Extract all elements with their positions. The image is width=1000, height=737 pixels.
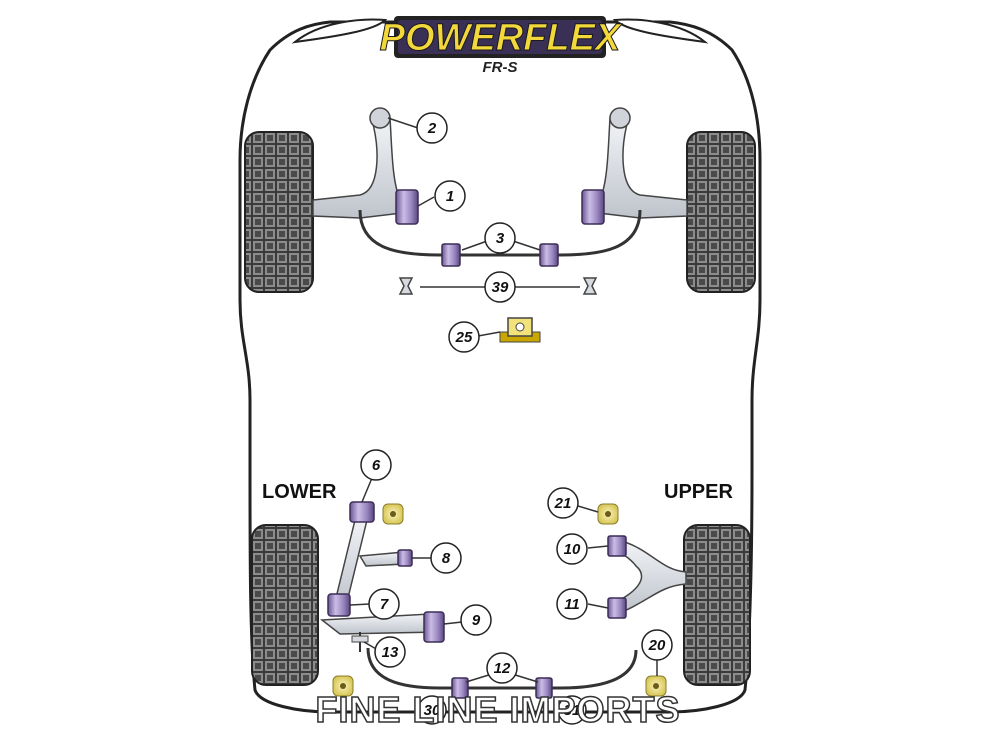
callout-7: 7 xyxy=(368,588,400,620)
yellow-mount-lower xyxy=(382,503,404,525)
svg-text:8: 8 xyxy=(442,550,451,567)
yellow-mount-30 xyxy=(332,675,354,697)
drop-link-13 xyxy=(351,632,369,652)
callout-25: 25 xyxy=(448,321,480,353)
callout-6: 6 xyxy=(360,449,392,481)
bushing-39-left xyxy=(398,277,414,295)
callout-31: 31 xyxy=(557,695,587,725)
bushing-8 xyxy=(397,549,413,567)
front-right-upper-joint xyxy=(609,107,631,129)
svg-text:25: 25 xyxy=(455,329,473,346)
svg-text:21: 21 xyxy=(554,495,572,512)
svg-text:1: 1 xyxy=(446,188,454,205)
bushing-9 xyxy=(423,611,445,643)
upper-label: UPPER xyxy=(664,481,733,503)
arrow-11 xyxy=(587,603,609,609)
callout-30: 30 xyxy=(417,695,447,725)
yellow-mount-21 xyxy=(597,503,619,525)
svg-text:3: 3 xyxy=(496,230,505,247)
callout-11: 11 xyxy=(556,588,588,620)
rear-anti-roll-bar xyxy=(366,647,638,690)
callout-39: 39 xyxy=(484,271,516,303)
bushing-25-mount xyxy=(499,317,541,343)
callout-2: 2 xyxy=(416,112,448,144)
bushing-1-right xyxy=(581,189,605,225)
callout-8: 8 xyxy=(430,542,462,574)
svg-text:31: 31 xyxy=(564,702,581,719)
front-left-upper-joint xyxy=(369,107,391,129)
yellow-mount-20 xyxy=(645,675,667,697)
callout-13: 13 xyxy=(374,636,406,668)
arrow-10 xyxy=(587,545,609,549)
front-anti-roll-bar xyxy=(358,209,642,257)
svg-text:20: 20 xyxy=(648,637,666,654)
svg-text:9: 9 xyxy=(472,612,481,629)
callout-12: 12 xyxy=(486,652,518,684)
hood-left-contour xyxy=(291,18,388,44)
bushing-12-left xyxy=(451,677,469,699)
callout-9: 9 xyxy=(460,604,492,636)
front-right-tire xyxy=(686,131,756,293)
arrow-1 xyxy=(417,196,435,207)
front-left-tire xyxy=(244,131,314,293)
arrow-12-right xyxy=(511,673,539,683)
svg-text:6: 6 xyxy=(372,457,381,474)
powerflex-logo: POWERFLEX xyxy=(379,16,623,60)
bushing-7 xyxy=(327,593,351,617)
svg-text:7: 7 xyxy=(380,596,389,613)
hood-right-contour xyxy=(612,18,709,44)
callout-20: 20 xyxy=(641,629,673,661)
watermark: FINE LINE IMPORTS xyxy=(315,689,680,730)
svg-text:39: 39 xyxy=(492,279,509,296)
model-label: FR-S xyxy=(483,59,518,76)
svg-text:2: 2 xyxy=(427,120,437,137)
svg-text:13: 13 xyxy=(382,644,399,661)
arrow-9 xyxy=(443,621,463,625)
svg-text:30: 30 xyxy=(424,702,441,719)
lower-label: LOWER xyxy=(262,481,337,503)
arrow-2 xyxy=(387,117,419,129)
bushing-3-left xyxy=(441,243,461,267)
callout-21: 21 xyxy=(547,487,579,519)
bushing-39-right xyxy=(582,277,598,295)
arrow-6 xyxy=(361,477,373,503)
svg-text:12: 12 xyxy=(494,660,511,677)
rear-left-tire xyxy=(251,524,319,686)
arrow-25 xyxy=(477,331,501,337)
callout-1: 1 xyxy=(434,180,466,212)
callout-10: 10 xyxy=(556,533,588,565)
bushing-12-right xyxy=(535,677,553,699)
rear-right-tire xyxy=(683,524,751,686)
svg-text:11: 11 xyxy=(564,596,580,613)
brand-name: POWERFLEX xyxy=(380,17,623,59)
bushing-10 xyxy=(607,535,627,557)
arrow-21 xyxy=(577,505,599,513)
arrow-12-left xyxy=(465,673,493,683)
bushing-1-left xyxy=(395,189,419,225)
bushing-11 xyxy=(607,597,627,619)
arrow-7 xyxy=(349,603,371,606)
bushing-6 xyxy=(349,501,375,523)
callout-3: 3 xyxy=(484,222,516,254)
bushing-3-right xyxy=(539,243,559,267)
svg-text:10: 10 xyxy=(564,541,581,558)
